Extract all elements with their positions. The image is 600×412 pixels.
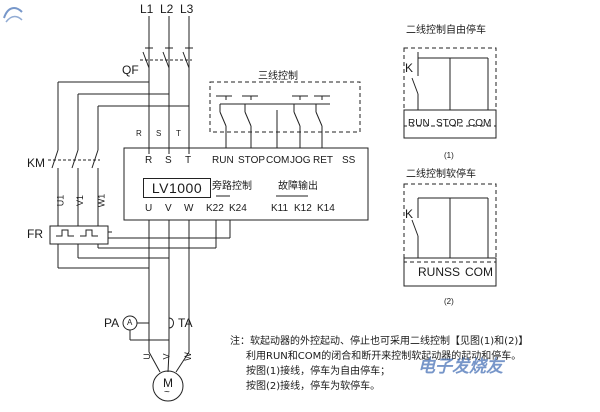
note-line-2: 利用RUN和COM的闭合和断开来控制软起动器的起动和停车。: [246, 351, 522, 362]
terminal-run: RUN: [212, 155, 234, 166]
terminal-w: W: [184, 203, 194, 214]
phase-tag-u1: U1: [55, 194, 66, 207]
motor-tag-u: U: [141, 353, 152, 360]
terminal-s: S: [165, 155, 172, 166]
terminal-r: R: [145, 155, 153, 166]
fr-label: FR: [27, 227, 43, 241]
terminal-jog: JOG: [290, 155, 311, 166]
km-label: KM: [27, 156, 45, 170]
ammeter-symbol: A: [127, 318, 133, 327]
note-line-4: 按图(2)接线，停车为软停车。: [246, 381, 381, 392]
watermark-text: 电子发烧友: [418, 357, 503, 377]
panel2-k: K: [405, 207, 414, 221]
motor-ac-symbol: ~: [164, 387, 170, 398]
line-label-l1: L1: [140, 2, 154, 16]
input-tag-t: T: [176, 129, 181, 138]
panel2-ss: SS: [444, 265, 461, 279]
terminal-k22: K22: [206, 203, 224, 214]
three-wire-title: 三线控制: [258, 71, 298, 82]
panel2-title: 二线控制软停车: [406, 169, 476, 180]
ta-label: TA: [178, 316, 193, 330]
terminal-k11: K11: [271, 203, 289, 214]
line-label-l2: L2: [160, 2, 174, 16]
terminal-k12: K12: [294, 203, 312, 214]
panel2-com: COM: [465, 265, 493, 279]
line-label-l3: L3: [180, 2, 194, 16]
panel2-caption: (2): [444, 297, 454, 306]
terminal-ss: SS: [342, 155, 356, 166]
note-line-3: 按图(1)接线，停车为自由停车；: [246, 366, 391, 377]
note-block: 注：软起动器的外控起动、停止也可采用二线控制【见图(1)和(2)】 利用RUN和…: [230, 334, 528, 394]
terminal-k24: K24: [229, 203, 247, 214]
phase-tag-v1: V1: [75, 194, 86, 207]
panel1-k: K: [405, 61, 414, 75]
bypass-label: 旁路控制: [212, 181, 252, 192]
panel1-title: 二线控制自由停车: [406, 25, 486, 36]
panel1-run: RUN: [408, 118, 430, 129]
panel1-caption: (1): [444, 151, 454, 160]
terminal-ret: RET: [313, 155, 333, 166]
qf-label: QF: [122, 63, 139, 77]
terminal-stop: STOP: [238, 155, 266, 166]
terminal-v: V: [165, 203, 172, 214]
terminal-com: COM: [266, 155, 290, 166]
terminal-u: U: [145, 203, 153, 214]
terminal-t: T: [185, 155, 192, 166]
input-tag-r: R: [136, 129, 142, 138]
input-tag-s: S: [156, 129, 162, 138]
motor-tag-w: W: [182, 352, 193, 361]
panel1-stop: STOP: [436, 118, 464, 129]
terminal-k14: K14: [317, 203, 335, 214]
unit-model: LV1000: [143, 178, 211, 198]
phase-tag-w1: W1: [96, 193, 107, 208]
motor-tag-v: V: [161, 353, 172, 360]
panel1-com: COM: [468, 118, 492, 129]
watermark-logo-icon: [3, 7, 23, 23]
motor-symbol: M: [163, 376, 173, 390]
pa-label: PA: [104, 316, 120, 330]
note-line-1: 注：软起动器的外控起动、停止也可采用二线控制【见图(1)和(2)】: [230, 336, 529, 347]
fault-label: 故障输出: [278, 181, 318, 192]
panel2-run: RUN: [418, 265, 444, 279]
